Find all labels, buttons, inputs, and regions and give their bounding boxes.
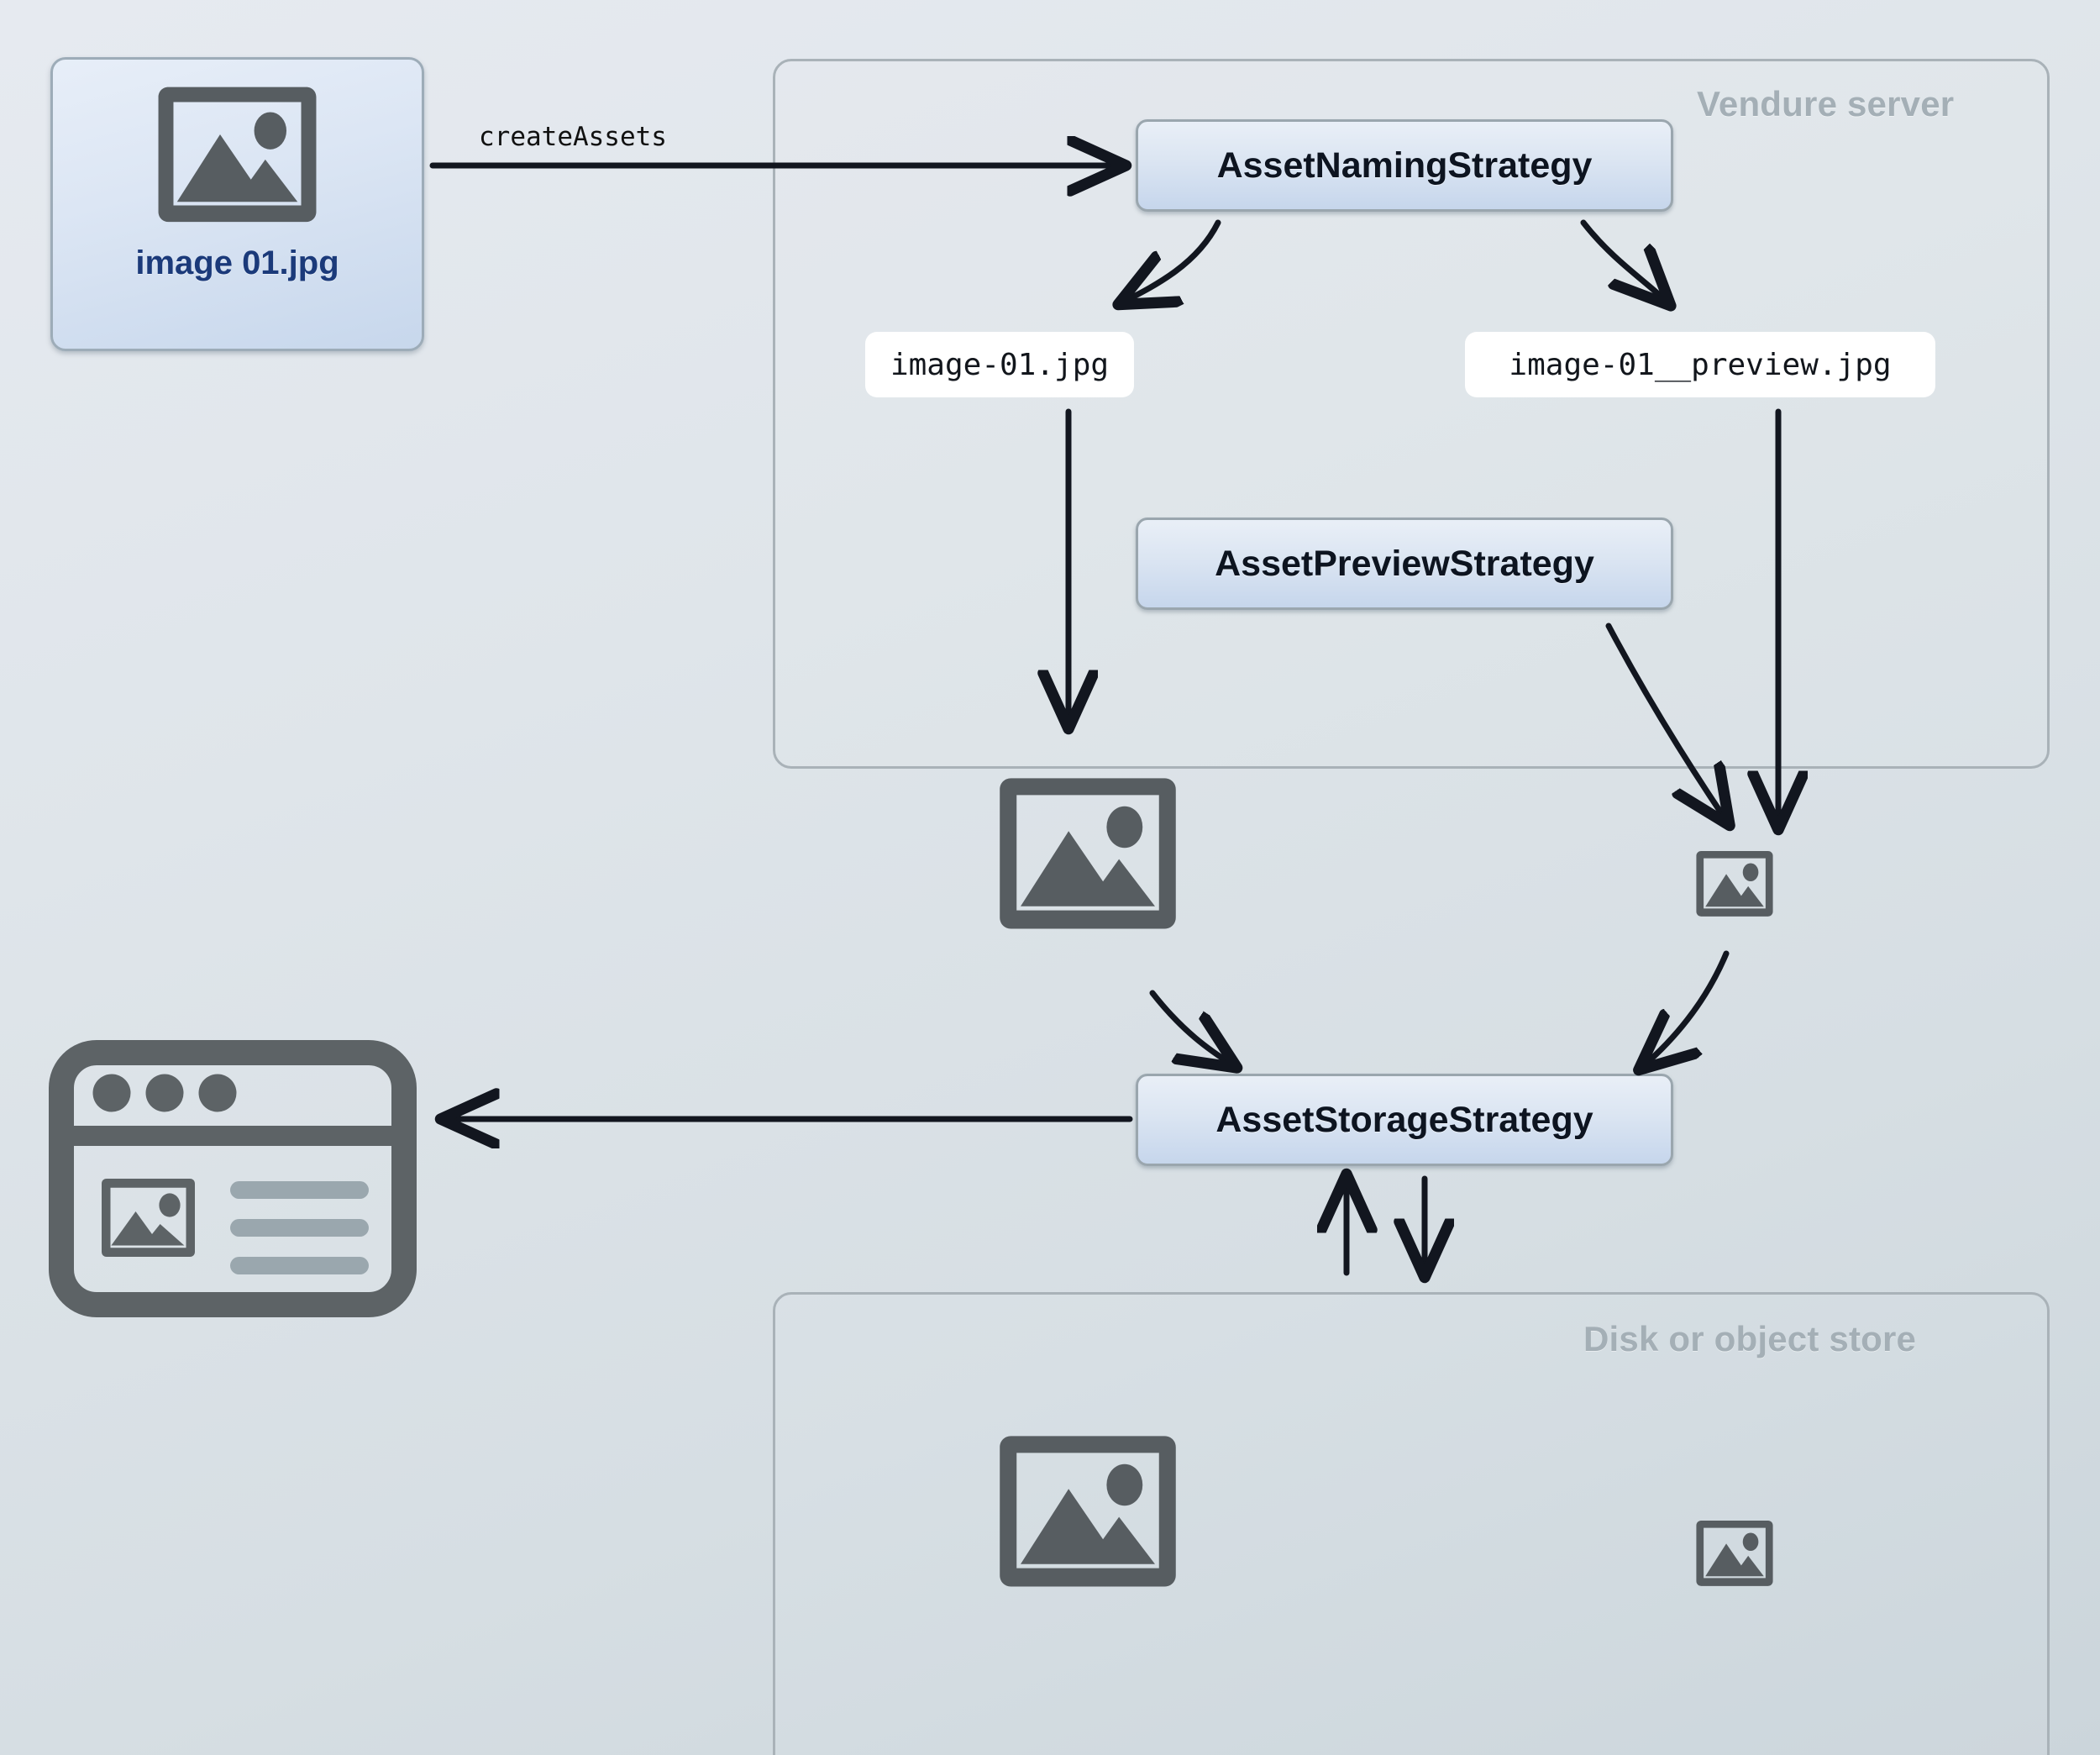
source-filename-text: image-01.jpg	[890, 347, 1110, 382]
edge-thumbnail-to-storage	[1642, 950, 1730, 1067]
image-icon	[987, 1427, 1189, 1595]
preview-filename-text: image-01__preview.jpg	[1509, 347, 1892, 382]
image-icon	[987, 769, 1189, 937]
asset-storage-strategy-label: AssetStorageStrategy	[1215, 1099, 1593, 1140]
group-vendure-server-label: Vendure server	[1697, 84, 1955, 123]
image-thumbnail-icon	[1691, 847, 1778, 920]
preview-filename-chip: image-01__preview.jpg	[1465, 332, 1935, 397]
asset-preview-strategy-label: AssetPreviewStrategy	[1215, 543, 1594, 584]
source-asset-filename: image 01.jpg	[135, 244, 339, 281]
edge-image-to-storage	[1149, 990, 1233, 1065]
image-thumbnail-icon	[1691, 1516, 1778, 1589]
asset-storage-strategy-box[interactable]: AssetStorageStrategy	[1136, 1074, 1673, 1166]
asset-preview-strategy-box[interactable]: AssetPreviewStrategy	[1136, 518, 1673, 610]
create-assets-edge-label: createAssets	[479, 122, 667, 152]
source-filename-chip: image-01.jpg	[865, 332, 1134, 397]
source-asset-card[interactable]: image 01.jpg	[50, 57, 424, 351]
group-disk-store-label: Disk or object store	[1583, 1319, 1917, 1358]
image-icon	[151, 78, 323, 229]
asset-naming-strategy-box[interactable]: AssetNamingStrategy	[1136, 119, 1673, 212]
asset-naming-strategy-label: AssetNamingStrategy	[1216, 144, 1593, 186]
browser-window-icon	[49, 1040, 417, 1317]
group-disk-store	[773, 1292, 2050, 1755]
